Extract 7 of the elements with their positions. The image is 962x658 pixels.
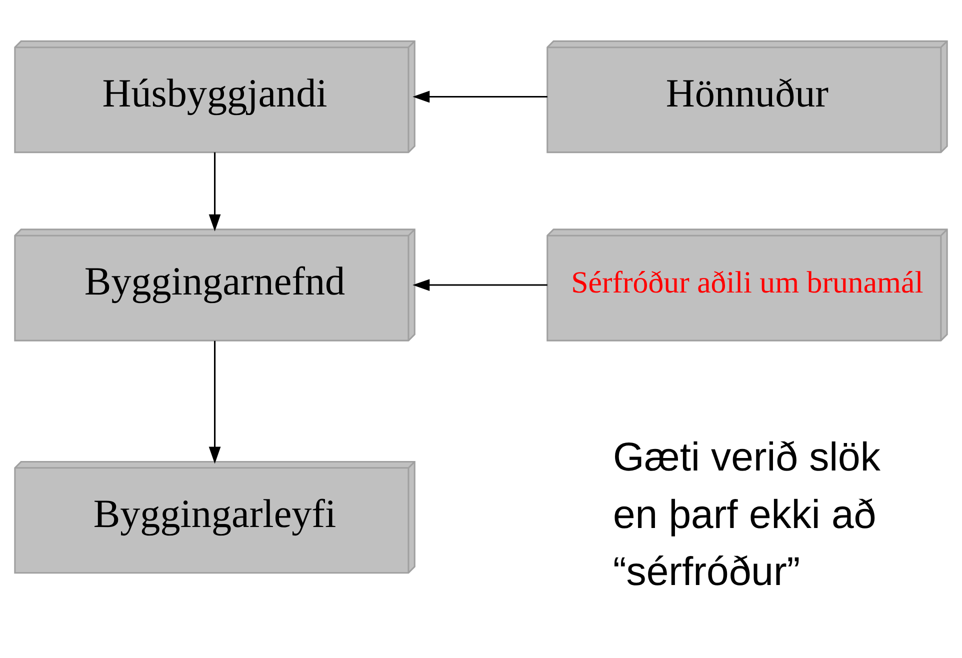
arrow bbox=[412, 90, 548, 103]
arrow bbox=[208, 152, 221, 232]
label: en þarf ekki að bbox=[612, 492, 876, 537]
arrow bbox=[208, 340, 221, 464]
label: “sérfróður” bbox=[612, 548, 800, 594]
label: Gæti verið slök bbox=[612, 434, 880, 480]
arrow bbox=[412, 279, 548, 291]
